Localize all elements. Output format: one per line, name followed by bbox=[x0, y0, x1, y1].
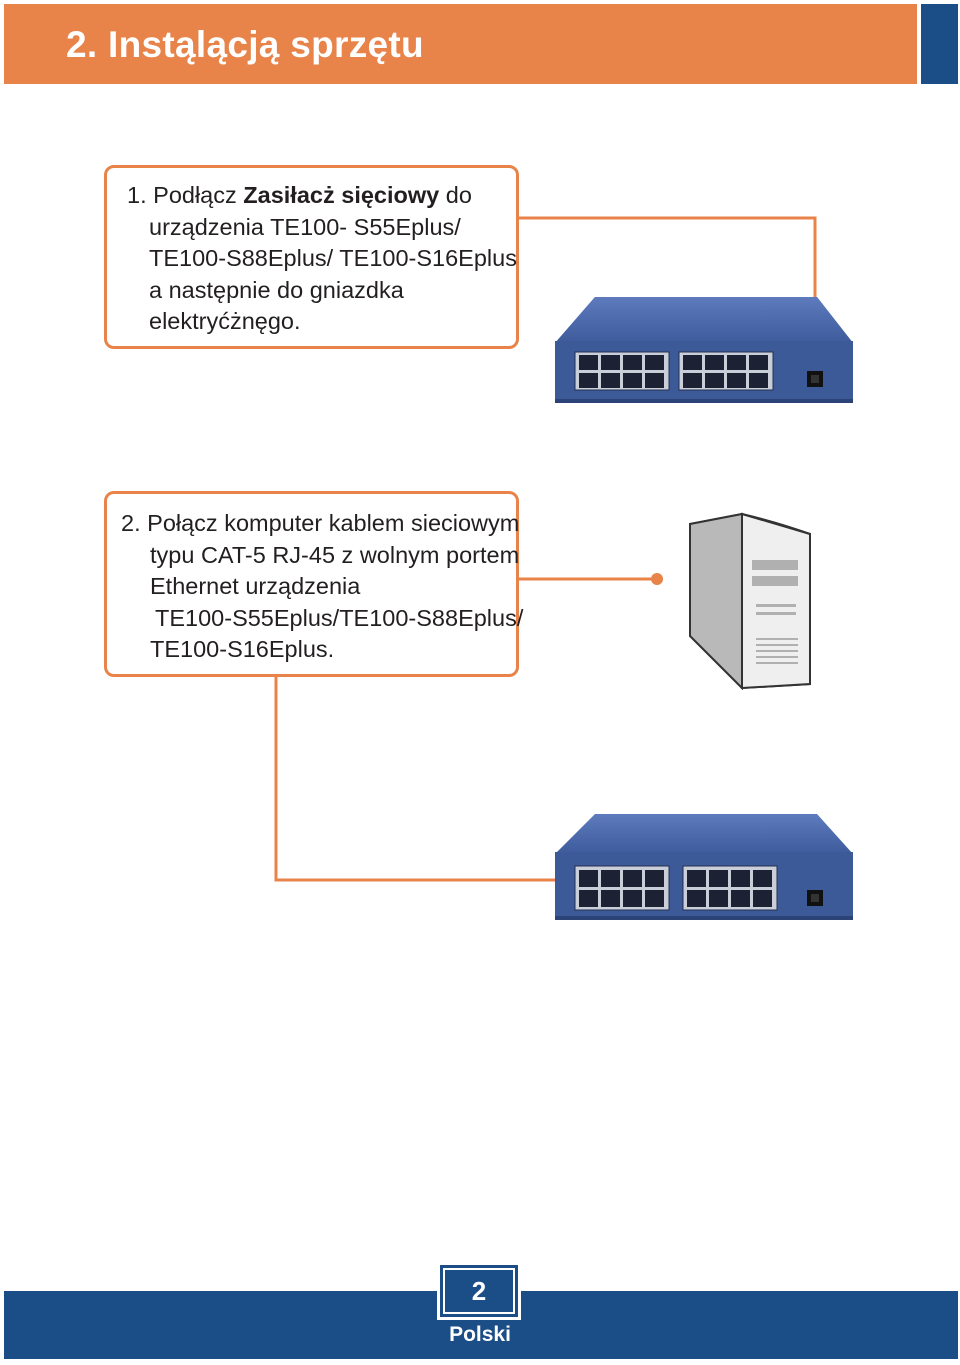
footer-language: Polski bbox=[449, 1323, 511, 1346]
step-1-line-3: TE100-S88Eplus/ TE100-S16Eplus bbox=[149, 245, 517, 271]
header-accent-block bbox=[921, 4, 958, 84]
page-number: 2 bbox=[443, 1268, 515, 1314]
step-2-number: 2. bbox=[121, 510, 141, 536]
step-1-box: 1. Podłącz Zasiłacż sięciowy do urządzen… bbox=[104, 165, 519, 349]
step-1-text-part: do bbox=[439, 182, 472, 208]
step-1-text-bold: Zasiłacż sięciowy bbox=[243, 182, 440, 208]
step-1-text: 1. Podłącz Zasiłacż sięciowy do urządzen… bbox=[127, 180, 517, 338]
header-bar: 2. Instąlącją sprzętu bbox=[4, 4, 917, 84]
step-2-line-3: Ethernet urządzenia bbox=[150, 573, 361, 599]
page-title: 2. Instąlącją sprzętu bbox=[66, 24, 424, 65]
step-1-line-5: elektryćżnęgo. bbox=[149, 308, 301, 334]
step-2-box: 2. Połącz komputer kablem sieciowym typu… bbox=[104, 491, 523, 677]
step-1-line-2: urządzenia TE100- S55Eplus/ bbox=[149, 213, 461, 240]
step-2-line-4: TE100-S55Eplus/TE100-S88Eplus/ bbox=[155, 604, 524, 631]
connector-step2-switch bbox=[274, 677, 584, 882]
step-1-line-4: a następnie do gniazdka bbox=[149, 276, 404, 303]
step-2-line-2: typu CAT-5 RJ-45 z wolnym portem bbox=[150, 541, 520, 568]
connector-dot-computer bbox=[651, 573, 663, 585]
computer-tower-icon bbox=[689, 512, 811, 690]
page-number-box: 2 bbox=[437, 1262, 521, 1320]
step-2-text: 2. Połącz komputer kablem sieciowym typu… bbox=[121, 508, 523, 666]
network-switch-icon bbox=[555, 814, 853, 920]
step-2-line-5: TE100-S16Eplus. bbox=[150, 636, 335, 662]
step-1-line-1: 1. Podłącz Zasiłacż sięciowy do bbox=[127, 180, 517, 212]
network-switch-icon bbox=[555, 297, 853, 403]
step-1-text-part: Podłącz bbox=[153, 182, 244, 208]
step-2-text-part: Połącz komputer kablem sieciowym bbox=[147, 510, 520, 536]
step-2-line-1: 2. Połącz komputer kablem sieciowym bbox=[121, 508, 523, 540]
step-1-number: 1. bbox=[127, 182, 147, 208]
